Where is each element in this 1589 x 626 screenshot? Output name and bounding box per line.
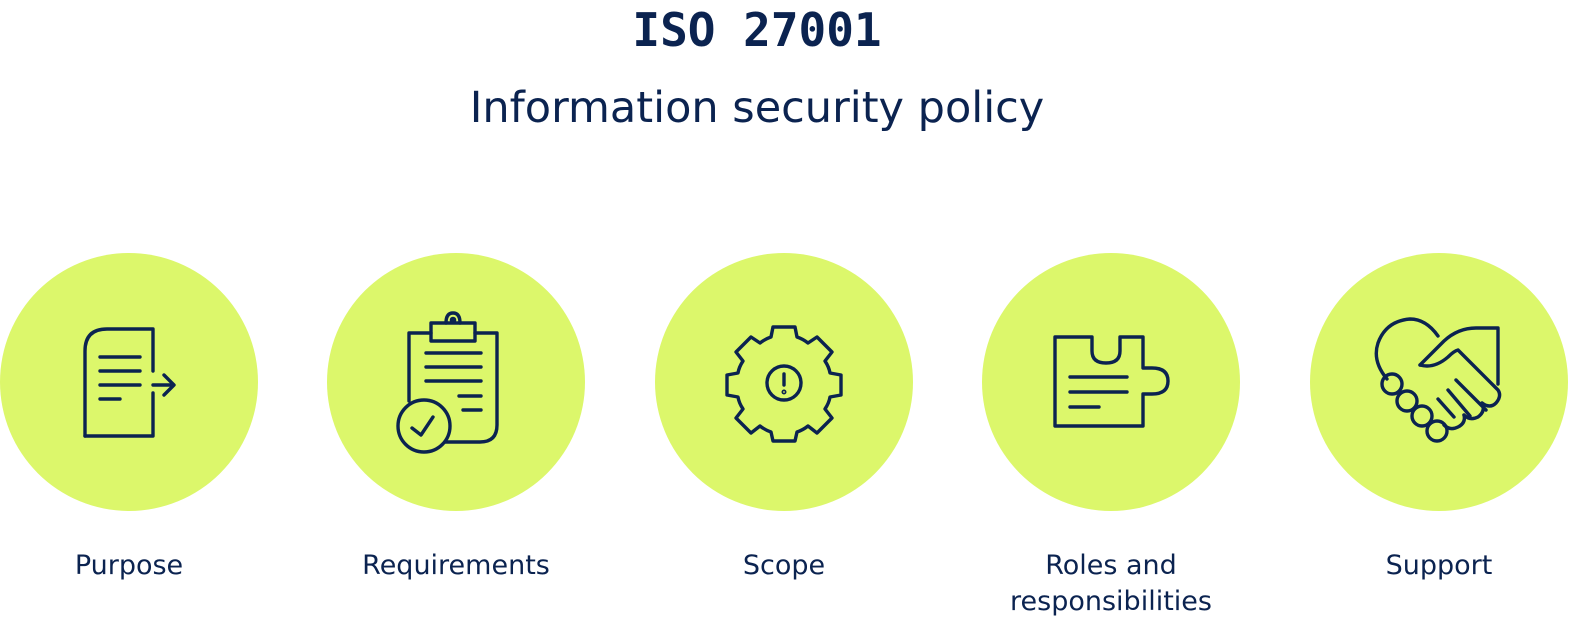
- puzzle-piece-icon: [1053, 335, 1170, 428]
- icon-circle: [1310, 253, 1568, 511]
- page-subtitle: Information security policy: [469, 83, 1045, 133]
- handshake-icon: [1374, 317, 1502, 443]
- item-label: Roles and responsibilities: [1010, 550, 1212, 617]
- gear-alert-icon: [725, 325, 843, 443]
- item-label: Support: [1385, 550, 1493, 581]
- item-label: Scope: [742, 550, 826, 581]
- page-title: ISO 27001: [632, 3, 882, 57]
- item-label: Requirements: [362, 550, 550, 581]
- clipboard-check-icon: [396, 311, 499, 454]
- icon-circle: [327, 253, 585, 511]
- item-label: Purpose: [74, 550, 184, 581]
- icon-circle: [655, 253, 913, 511]
- icon-circle: [0, 253, 258, 511]
- document-arrow-icon: [83, 327, 176, 438]
- icon-circle: [982, 253, 1240, 511]
